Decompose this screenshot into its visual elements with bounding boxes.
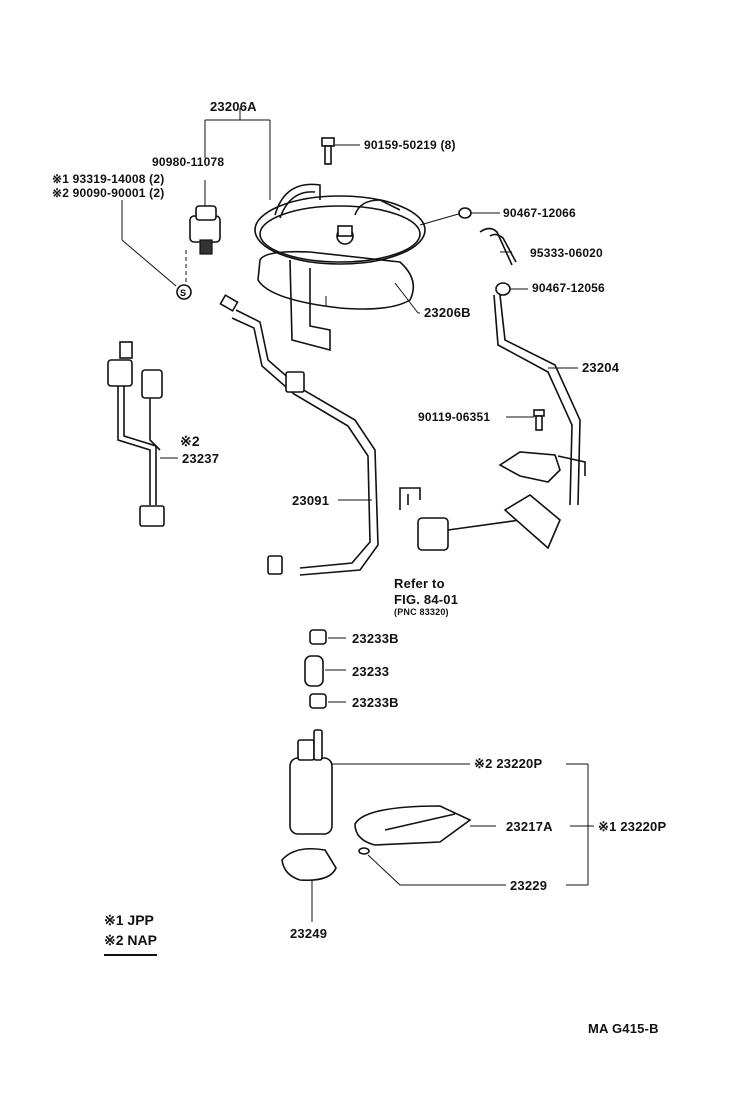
pump-bracket (254, 183, 426, 352)
clip-23229 (358, 847, 506, 886)
bracket-23220P (566, 763, 594, 886)
pump-support (281, 847, 337, 922)
hose-assembly (419, 207, 581, 506)
label-93319: ※1 93319-14008 (2) (52, 172, 165, 186)
label-23217A: 23217A (506, 819, 553, 834)
pipe-23091 (219, 294, 379, 576)
label-90980: 90980-11078 (152, 155, 225, 169)
wire-harness (107, 341, 178, 527)
label-95333: 95333-06020 (530, 246, 603, 260)
label-23249: 23249 (290, 926, 328, 941)
fuel-filter (354, 805, 496, 846)
label-pnc: (PNC 83320) (394, 607, 449, 617)
legend-jpp: ※1 JPP (104, 912, 154, 928)
pipe-bracket (498, 451, 586, 483)
leader-washer: S (121, 200, 192, 300)
label-23229: 23229 (510, 878, 548, 893)
label-90090: ※2 90090-90001 (2) (52, 186, 165, 200)
label-23237: 23237 (182, 451, 220, 466)
label-90467b: 90467-12056 (532, 281, 605, 295)
label-23233: 23233 (352, 664, 390, 679)
washer-icon: S (180, 288, 186, 298)
label-90119: 90119-06351 (418, 410, 491, 424)
bolt-90159 (321, 137, 360, 165)
label-90159: 90159-50219 (8) (364, 138, 456, 152)
label-23091: 23091 (292, 493, 330, 508)
fuel-pump (289, 729, 470, 835)
diagram-code: MA G415-B (588, 1021, 659, 1036)
region-legend: ※1 JPP ※2 NAP (104, 910, 157, 956)
label-23220P-jpp: ※1 23220P (598, 819, 667, 834)
pump-cushion-parts (304, 629, 346, 709)
label-23204: 23204 (582, 360, 620, 375)
legend-nap: ※2 NAP (104, 932, 157, 948)
bolt-90119 (506, 409, 545, 431)
label-23206A: 23206A (210, 99, 257, 114)
fuel-sender (399, 487, 561, 551)
label-23206B: 23206B (424, 305, 471, 320)
label-fig-84-01: FIG. 84-01 (394, 592, 459, 607)
connector-part (189, 180, 221, 255)
label-23233B-bottom: 23233B (352, 695, 399, 710)
label-23233B-top: 23233B (352, 631, 399, 646)
leader-23206A (204, 108, 271, 200)
label-90467a: 90467-12066 (503, 206, 576, 220)
label-23220P-nap: ※2 23220P (474, 756, 543, 771)
label-refer-to: Refer to (394, 576, 445, 591)
label-star2: ※2 (180, 433, 200, 449)
